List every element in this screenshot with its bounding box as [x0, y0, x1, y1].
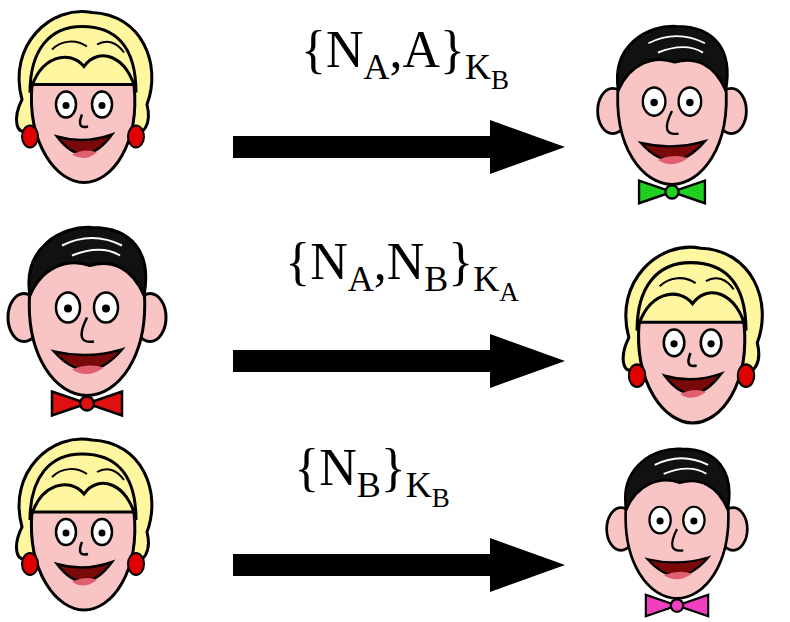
- bob-face: [8, 227, 166, 415]
- bob-face: [607, 449, 748, 616]
- message-label: {NB}KB: [294, 442, 450, 494]
- alice-face: [17, 439, 152, 610]
- message-label: {NA,A}KB: [301, 24, 509, 76]
- alice-face: [623, 247, 762, 423]
- message-label: {NA,NB}KA: [285, 236, 519, 288]
- message-arrow: [233, 120, 565, 174]
- bob-face: [598, 26, 747, 203]
- message-arrow: [233, 334, 565, 388]
- alice-face: [17, 11, 152, 182]
- message-arrow: [233, 538, 565, 592]
